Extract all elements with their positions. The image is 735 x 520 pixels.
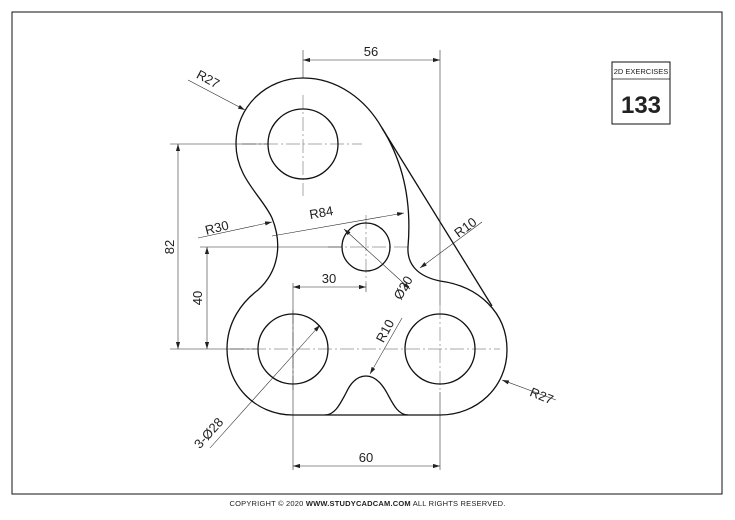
label-3d28: 3-Ø28 — [191, 415, 226, 452]
leader-d20 — [343, 228, 411, 290]
part-outline — [226, 77, 508, 416]
leader-r84 — [271, 212, 405, 237]
center-lines — [230, 95, 500, 392]
sheet-border — [11, 11, 723, 495]
leader-r27-top — [187, 79, 246, 111]
label-r27-right: R27 — [528, 384, 556, 407]
copyright-site-link[interactable]: WWW.STUDYCADCAM.COM — [305, 499, 411, 508]
right-hole — [404, 313, 476, 385]
tangent-line — [381, 127, 493, 307]
leader-r27-right — [501, 379, 557, 401]
label-r10-bottom: R10 — [373, 317, 397, 345]
label-r27-top: R27 — [194, 67, 222, 91]
extension-lines — [170, 50, 441, 470]
copyright-footer: COPYRIGHT © 2020 WWW.STUDYCADCAM.COM ALL… — [0, 499, 735, 508]
dim-40-text: 40 — [190, 291, 205, 305]
leader-r10-right — [419, 221, 483, 269]
exercise-number: 133 — [621, 92, 661, 119]
leader-3d28 — [209, 324, 321, 449]
label-r84: R84 — [308, 203, 334, 222]
label-r30: R30 — [204, 217, 231, 237]
copyright-prefix: COPYRIGHT © 2020 — [229, 499, 304, 508]
label-d20: Ø20 — [390, 273, 415, 302]
leader-r30 — [197, 221, 273, 239]
copyright-suffix: ALL RIGHTS RESERVED. — [412, 499, 506, 508]
label-r10-right: R10 — [451, 214, 479, 240]
dim-82-text: 82 — [162, 240, 177, 254]
title-block: 2D EXERCISES 133 — [611, 61, 671, 125]
title-caption: 2D EXERCISES — [614, 67, 669, 76]
dim-30-text: 30 — [322, 271, 336, 286]
dim-60-text: 60 — [359, 450, 373, 465]
leader-r10-bottom — [369, 317, 403, 375]
dim-56-text: 56 — [364, 44, 378, 59]
